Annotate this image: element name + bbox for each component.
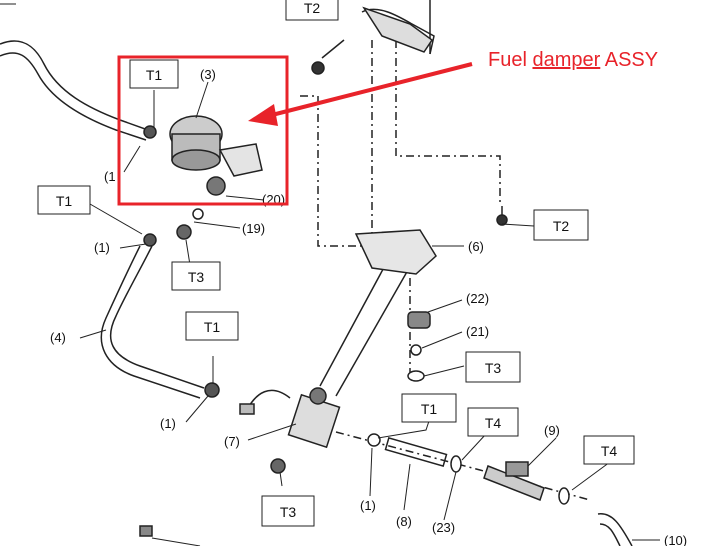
- centerline-e: [335, 431, 591, 501]
- right-hose-10-outer: [599, 523, 621, 547]
- clamp-icon: [143, 233, 157, 247]
- torque-label-t2-right: T2: [533, 209, 589, 241]
- svg-text:T3: T3: [485, 360, 502, 376]
- fuel-damper-assy: [143, 115, 263, 196]
- svg-text:T2: T2: [553, 218, 570, 234]
- fitting-9: [483, 461, 545, 501]
- leader-lines: [0, 3, 660, 547]
- clamp-icon: [450, 455, 462, 473]
- part-number-23: (23): [432, 520, 455, 535]
- part-number-21: (21): [466, 324, 489, 339]
- torque-label-top-t2: T2: [285, 0, 339, 21]
- part-number-7: (7): [224, 434, 240, 449]
- svg-text:T4: T4: [485, 415, 502, 431]
- upper-left-hose-outer: [0, 52, 147, 141]
- nut-t3-bottom: [270, 458, 286, 474]
- part-numbers: (3) (1 (20) (19) (1) (4) (1) (6) (22) (2…: [50, 67, 687, 548]
- washer-19: [192, 208, 204, 220]
- nut-t3: [407, 370, 425, 382]
- torque-label-t4-middle: T4: [467, 407, 519, 437]
- parts: [139, 6, 570, 537]
- highlight-box: [117, 55, 289, 206]
- pump-bracket-6: [354, 229, 437, 275]
- torque-label-t3-bottom: T3: [261, 495, 315, 527]
- svg-text:T1: T1: [421, 401, 438, 417]
- centerline-a: [300, 95, 368, 247]
- clamp-icon: [558, 487, 570, 505]
- part-number-1b: (1): [94, 240, 110, 255]
- bolt-icon: [496, 206, 508, 226]
- centerline-c: [395, 40, 501, 204]
- part-number-1c: (1): [160, 416, 176, 431]
- highlight-overlay: Fuel damper ASSY: [117, 49, 658, 206]
- torque-label-t1-damper: T1: [129, 59, 179, 89]
- lower-left-hose: [109, 245, 205, 389]
- top-bracket: [362, 6, 434, 53]
- torque-label-t1-left: T1: [37, 185, 91, 215]
- fuel-damper-callout: Fuel damper ASSY: [488, 49, 658, 71]
- part-number-1a: (1: [104, 169, 116, 184]
- svg-text:T1: T1: [56, 193, 73, 209]
- svg-text:T2: T2: [304, 0, 321, 16]
- lower-left-part: [139, 525, 153, 537]
- svg-text:T3: T3: [280, 504, 297, 520]
- part-number-4: (4): [50, 330, 66, 345]
- svg-text:T1: T1: [146, 67, 163, 83]
- part-number-1d: (1): [360, 498, 376, 513]
- torque-labels: T2 T1 T1 T3 T1 T2 T3 T1: [37, 0, 635, 527]
- torque-label-t4-right: T4: [583, 435, 635, 465]
- bracket-rail-2: [335, 269, 409, 397]
- torque-label-t1-pump: T1: [401, 393, 457, 423]
- svg-text:T3: T3: [188, 269, 205, 285]
- fuel-hose-lines: [0, 0, 633, 547]
- nut-19: [176, 224, 192, 240]
- part-number-10: (10): [664, 533, 687, 546]
- bolt-icon: [311, 39, 345, 75]
- part-number-9: (9): [544, 423, 560, 438]
- mount-22: [407, 311, 431, 329]
- clamp-icon: [367, 433, 381, 447]
- part-number-6: (6): [468, 239, 484, 254]
- part-number-8: (8): [396, 514, 412, 529]
- torque-label-t1-hose: T1: [185, 311, 239, 341]
- svg-text:T1: T1: [204, 319, 221, 335]
- fuel-pump-7: [239, 387, 341, 449]
- lower-left-hose-outer: [100, 245, 201, 399]
- part-number-3: (3): [200, 67, 216, 82]
- upper-left-hose: [0, 40, 149, 131]
- clamp-icon: [204, 382, 220, 398]
- part-number-22: (22): [466, 291, 489, 306]
- torque-label-t3-right: T3: [465, 351, 521, 383]
- torque-label-t3-upper: T3: [171, 261, 221, 291]
- pipe-8: [384, 437, 448, 467]
- washer-21: [410, 344, 422, 356]
- svg-text:T4: T4: [601, 443, 618, 459]
- arrow-icon: [248, 62, 473, 126]
- bracket-rail-1: [319, 259, 389, 387]
- part-number-19: (19): [242, 221, 265, 236]
- right-hose-10: [597, 513, 633, 547]
